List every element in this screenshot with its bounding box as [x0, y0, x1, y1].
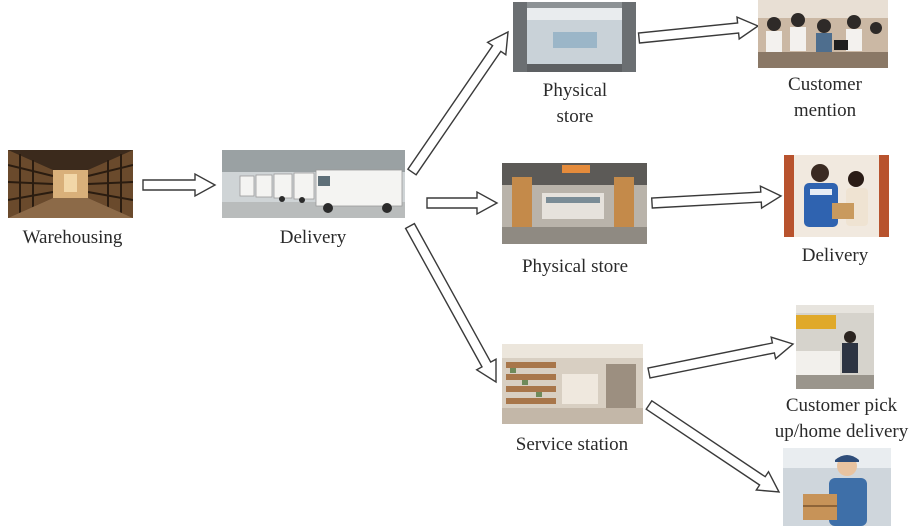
pickup-counter-photo: [796, 305, 874, 389]
customer-mention-label: Customer mention: [770, 72, 880, 124]
home-delivery-label: Delivery: [801, 245, 869, 266]
arrow-service-station-to-courier: [645, 399, 781, 493]
delivery-trucks-label: Delivery: [279, 227, 347, 248]
arrow-delivery-to-storefront: [406, 30, 509, 176]
arrow-storefront-to-checkout: [637, 15, 760, 44]
pickup-label-line2: up/home delivery: [774, 421, 909, 442]
physical-store-top-label-line2: store: [556, 106, 594, 127]
customer-mention-label-line1: Customer: [788, 74, 862, 95]
physical-store-top-label: Physical store: [520, 78, 630, 130]
courier-handoff-photo: [784, 155, 889, 237]
arrow-warehousing-to-delivery: [142, 172, 217, 198]
delivery-trucks-photo: [222, 150, 405, 218]
pickup-label: Customer pick up/home delivery: [770, 393, 913, 445]
warehouse-aisle-photo: [8, 150, 133, 218]
customer-mention-label-line2: mention: [793, 100, 857, 121]
warehousing-label: Warehousing: [22, 227, 123, 248]
physical-store-mid-label: Physical store: [521, 256, 629, 277]
arrow-delivery-to-service-station: [404, 222, 497, 384]
service-station-photo: [502, 344, 643, 424]
arrow-delivery-to-store-interior: [426, 190, 499, 216]
pickup-label-line1: Customer pick: [785, 395, 898, 416]
physical-store-top-label-line1: Physical: [542, 80, 608, 101]
storefront-photo: [513, 2, 636, 72]
arrow-service-station-to-pickup: [647, 336, 795, 379]
arrow-store-interior-to-handoff: [650, 184, 783, 210]
store-interior-photo: [502, 163, 647, 244]
courier-with-box-photo: [783, 448, 891, 526]
checkout-counter-photo: [758, 0, 888, 68]
service-station-label: Service station: [515, 434, 629, 455]
